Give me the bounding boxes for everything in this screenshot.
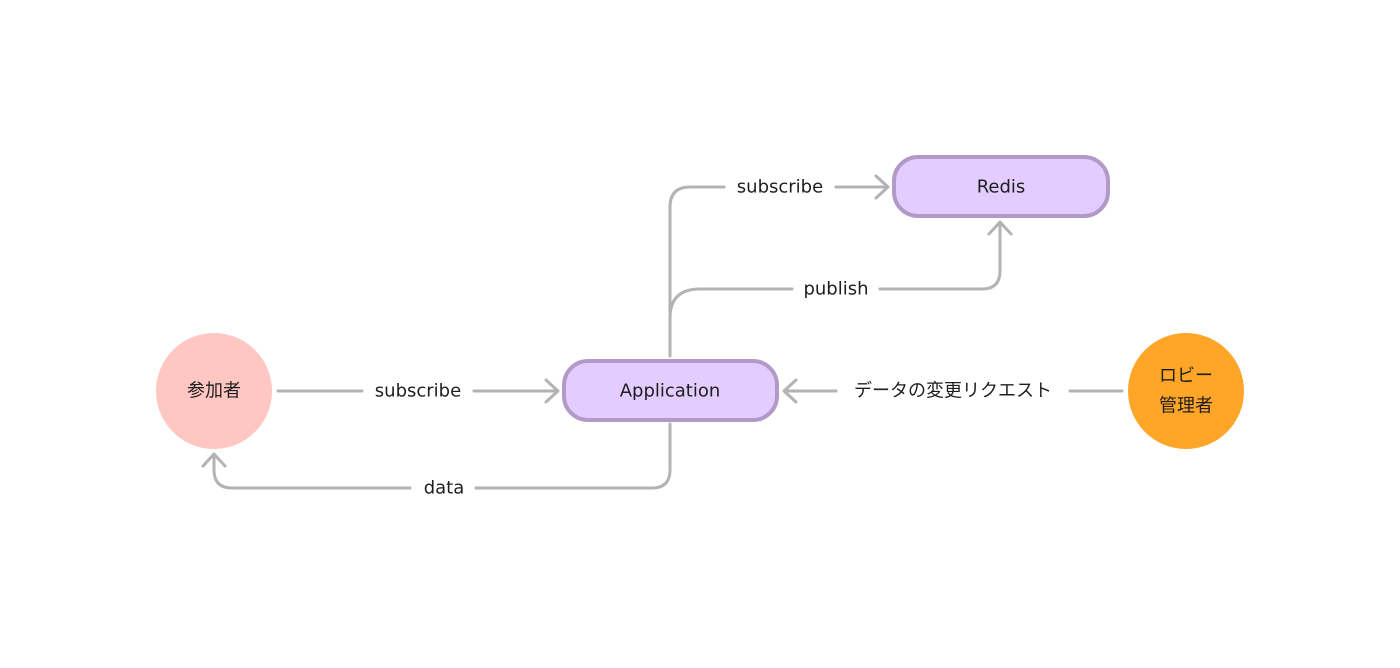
edge-app-redis-subscribe: subscribe xyxy=(668,174,890,358)
edge-app-data: data xyxy=(201,422,672,499)
node-lobby-admin-shape xyxy=(1128,333,1244,449)
edge-label-publish: publish xyxy=(803,279,868,300)
edge-app-redis-publish: publish xyxy=(668,220,1013,320)
arrowhead-to-application-left xyxy=(544,378,560,404)
node-lobby-admin-label-line2: 管理者 xyxy=(1159,396,1213,417)
edge-label-redis-subscribe: subscribe xyxy=(737,177,823,198)
node-lobby-admin: ロビー 管理者 xyxy=(1128,333,1244,449)
arrowhead-to-redis-left xyxy=(874,174,890,200)
edge-label-participant-subscribe: subscribe xyxy=(375,381,461,402)
edge-label-admin-request: データの変更リクエスト xyxy=(854,381,1052,402)
node-lobby-admin-label-line1: ロビー xyxy=(1159,366,1213,387)
edge-line-publish-left xyxy=(668,287,794,320)
node-application: Application xyxy=(562,359,779,422)
edge-label-app-data: data xyxy=(424,478,465,499)
edge-line-redis-subscribe-left xyxy=(668,185,726,358)
arrowhead-to-redis-bottom xyxy=(987,220,1013,236)
arrowhead-to-application-right xyxy=(782,378,798,404)
edge-line-app-data-left xyxy=(212,454,412,490)
node-application-label: Application xyxy=(620,381,721,402)
node-application-shape xyxy=(562,359,779,422)
edge-admin-request: データの変更リクエスト xyxy=(782,378,1124,404)
edge-line-app-data-right xyxy=(474,422,672,490)
arrowhead-to-participant xyxy=(201,452,227,468)
node-redis-shape xyxy=(892,155,1110,218)
node-redis: Redis xyxy=(892,155,1110,218)
node-redis-label: Redis xyxy=(977,177,1026,198)
node-participant-shape xyxy=(156,333,272,449)
edge-line-publish-right xyxy=(878,222,1002,291)
node-participant: 参加者 xyxy=(156,333,272,449)
edge-participant-subscribe: subscribe xyxy=(276,378,560,404)
node-participant-label: 参加者 xyxy=(187,381,241,402)
